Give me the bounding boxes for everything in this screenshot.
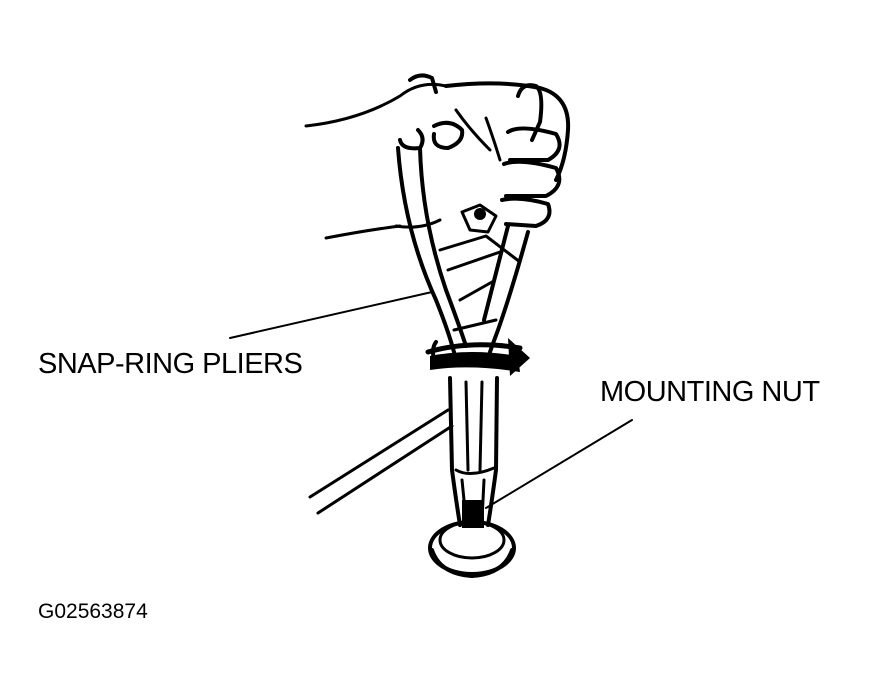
table-edge-lines (308, 408, 454, 515)
leader-lines (229, 291, 633, 509)
label-mounting-nut: MOUNTING NUT (600, 376, 820, 408)
figure-id: G02563874 (38, 600, 148, 623)
leader-line-nut (485, 419, 633, 509)
snap-ring (425, 338, 530, 376)
mounting-nut (462, 500, 484, 528)
snap-ring-pliers-tool (396, 146, 530, 354)
rotation-arrow-icon (508, 338, 530, 376)
shift-lever-shaft (448, 376, 499, 528)
label-snap-ring-pliers: SNAP-RING PLIERS (38, 348, 303, 380)
shift-lever-base (428, 520, 516, 578)
hand (304, 73, 571, 240)
leader-line-pliers (229, 291, 433, 339)
